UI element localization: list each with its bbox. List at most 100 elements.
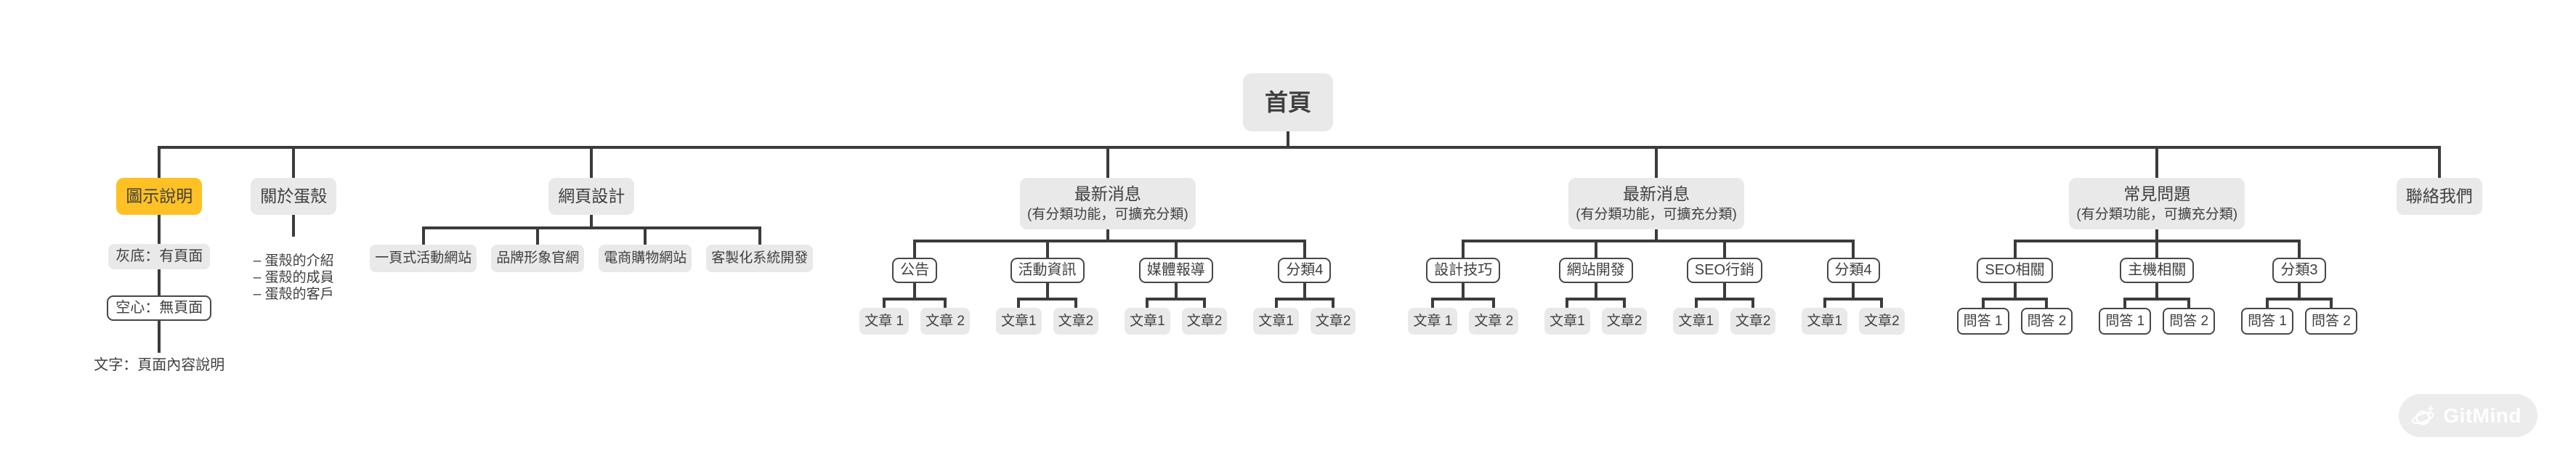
- article-node[interactable]: 文章1: [995, 307, 1042, 335]
- node-label: 活動資訊: [1018, 261, 1077, 278]
- article-node[interactable]: 文章 2: [1469, 307, 1519, 335]
- tree-branch: 媒體報導文章1 文章2: [1111, 239, 1241, 335]
- node-home[interactable]: 首頁: [1242, 73, 1333, 131]
- tree-branch: 聯絡我們: [2383, 146, 2495, 215]
- node-label: 圖示說明: [126, 187, 193, 205]
- node-label: 分類3: [2280, 261, 2318, 278]
- note-line: – 蛋殼的客戶: [253, 287, 334, 303]
- category-node[interactable]: 主機相關: [2120, 257, 2195, 283]
- article-node[interactable]: 電商購物網站: [599, 244, 692, 272]
- node-label: 文章2: [1315, 313, 1351, 329]
- children-row: 文章1 文章2: [1539, 297, 1653, 335]
- legend-item-node[interactable]: 灰底：有頁面: [108, 243, 211, 269]
- tree-branch: 網頁設計一頁式活動網站 品牌形象官網 電商購物網站 客製化系統開發: [349, 146, 834, 272]
- article-node[interactable]: 文章 1: [859, 307, 910, 335]
- note-line: – 蛋殼的介紹: [253, 253, 334, 269]
- tree-branch: 文章 1: [854, 297, 915, 335]
- node-label: 客製化系統開發: [711, 250, 809, 266]
- qa-node[interactable]: 問答 2: [2020, 307, 2073, 335]
- category-node[interactable]: 分類4: [1278, 257, 1332, 283]
- node-contact[interactable]: 聯絡我們: [2396, 178, 2482, 215]
- category-node[interactable]: SEO相關: [1977, 257, 2053, 283]
- tree-branch: 文章1: [1119, 297, 1176, 335]
- qa-node[interactable]: 問答 1: [1956, 307, 2009, 335]
- node-label: 文章 1: [864, 313, 904, 329]
- node-label: 主機相關: [2128, 261, 2187, 278]
- node-about[interactable]: 關於蛋殼: [251, 178, 337, 215]
- article-node[interactable]: 客製化系統開發: [706, 244, 814, 272]
- article-node[interactable]: 文章1: [1253, 307, 1299, 335]
- tree-branch: 電商購物網站: [591, 226, 700, 272]
- tree-branch: 文章 2: [915, 297, 976, 335]
- connector-line: [1852, 282, 1855, 298]
- legend-note-text[interactable]: 文字：頁面內容說明: [94, 356, 225, 373]
- tree-branch: 文章2: [1853, 297, 1911, 335]
- node-label: 文章 1: [1413, 313, 1453, 329]
- article-node[interactable]: 文章2: [1310, 307, 1356, 335]
- children-row: 問答 1 問答 2: [2093, 297, 2221, 335]
- article-node[interactable]: 文章2: [1601, 307, 1648, 335]
- tree-branch: 問答 2: [2298, 297, 2363, 335]
- node-faq[interactable]: 常見問題(有分類功能，可擴充分類): [2069, 178, 2245, 229]
- tree-branch: 分類4 文章1 文章2: [1789, 239, 1917, 335]
- children-row: 文章1 文章2: [1119, 297, 1233, 335]
- node-label: 文章1: [1258, 313, 1294, 329]
- category-node[interactable]: 設計技巧: [1426, 257, 1501, 283]
- node-legend[interactable]: 圖示說明: [116, 178, 203, 215]
- tree-branch: 文章1: [1667, 297, 1725, 335]
- connector-line: [1045, 282, 1049, 298]
- article-node[interactable]: 文章1: [1673, 307, 1719, 335]
- node-label: 問答 1: [2248, 313, 2287, 329]
- node-note-list[interactable]: – 蛋殼的介紹– 蛋殼的成員– 蛋殼的客戶: [254, 253, 334, 303]
- connector-line: [158, 214, 161, 244]
- node-label: 電商購物網站: [604, 250, 687, 266]
- connector-line: [1655, 229, 1658, 240]
- tree-branch: 網站開發文章1 文章2: [1531, 239, 1661, 335]
- node-web-design[interactable]: 網頁設計: [548, 178, 635, 215]
- tree-branch: SEO行銷文章1 文章2: [1660, 239, 1789, 335]
- node-label: 設計技巧: [1434, 261, 1493, 278]
- article-node[interactable]: 文章 1: [1408, 307, 1458, 335]
- node-news-2[interactable]: 最新消息(有分類功能，可擴充分類): [1568, 178, 1744, 229]
- article-node[interactable]: 文章1: [1125, 307, 1170, 335]
- category-node[interactable]: 網站開發: [1558, 257, 1633, 283]
- article-node[interactable]: 品牌形象官網: [491, 244, 585, 272]
- node-label: 文章1: [1678, 313, 1714, 329]
- qa-node[interactable]: 問答 2: [2304, 307, 2357, 335]
- category-node[interactable]: 分類3: [2272, 257, 2326, 283]
- qa-node[interactable]: 問答 1: [2099, 307, 2152, 335]
- tree-branch: 問答 1: [2093, 297, 2158, 335]
- article-node[interactable]: 文章2: [1730, 307, 1776, 335]
- tree-branch: 關於蛋殼 – 蛋殼的介紹– 蛋殼的成員– 蛋殼的客戶: [238, 146, 350, 303]
- article-node[interactable]: 文章2: [1053, 307, 1099, 335]
- tree-branch: 分類3 問答 1 問答 2: [2228, 239, 2370, 335]
- tree-branch: 文章 2: [1463, 297, 1524, 335]
- article-node[interactable]: 文章1: [1802, 307, 1848, 335]
- category-node[interactable]: SEO行銷: [1686, 257, 1763, 283]
- article-node[interactable]: 文章 2: [920, 307, 970, 335]
- category-node[interactable]: 分類4: [1826, 257, 1880, 283]
- children-row: SEO相關問答 1 問答 2 主機相關問答 1 問答 2 分類3 問答 1 問答 2: [1944, 239, 2370, 335]
- category-node[interactable]: 媒體報導: [1138, 257, 1213, 283]
- tree-branch: 文章 1: [1402, 297, 1464, 335]
- node-label: 問答 2: [2027, 313, 2067, 329]
- node-label: 最新消息: [1074, 184, 1141, 203]
- article-node[interactable]: 文章1: [1544, 307, 1590, 335]
- node-label: 品牌形象官網: [496, 250, 580, 266]
- node-news-1[interactable]: 最新消息(有分類功能，可擴充分類): [1020, 178, 1196, 229]
- qa-node[interactable]: 問答 1: [2241, 307, 2293, 335]
- legend-item-node[interactable]: 空心：無頁面: [107, 295, 212, 321]
- tree-branch: 問答 2: [2157, 297, 2221, 335]
- qa-node[interactable]: 問答 2: [2163, 307, 2216, 335]
- children-row: 文章1 文章2: [1667, 297, 1781, 335]
- category-node[interactable]: 公告: [892, 257, 938, 283]
- article-node[interactable]: 文章2: [1181, 307, 1228, 335]
- node-subtitle: (有分類功能，可擴充分類): [2076, 206, 2238, 222]
- category-node[interactable]: 活動資訊: [1010, 257, 1085, 283]
- article-node[interactable]: 文章2: [1859, 307, 1905, 335]
- connector-line: [1303, 282, 1306, 298]
- article-node[interactable]: 一頁式活動網站: [370, 244, 477, 272]
